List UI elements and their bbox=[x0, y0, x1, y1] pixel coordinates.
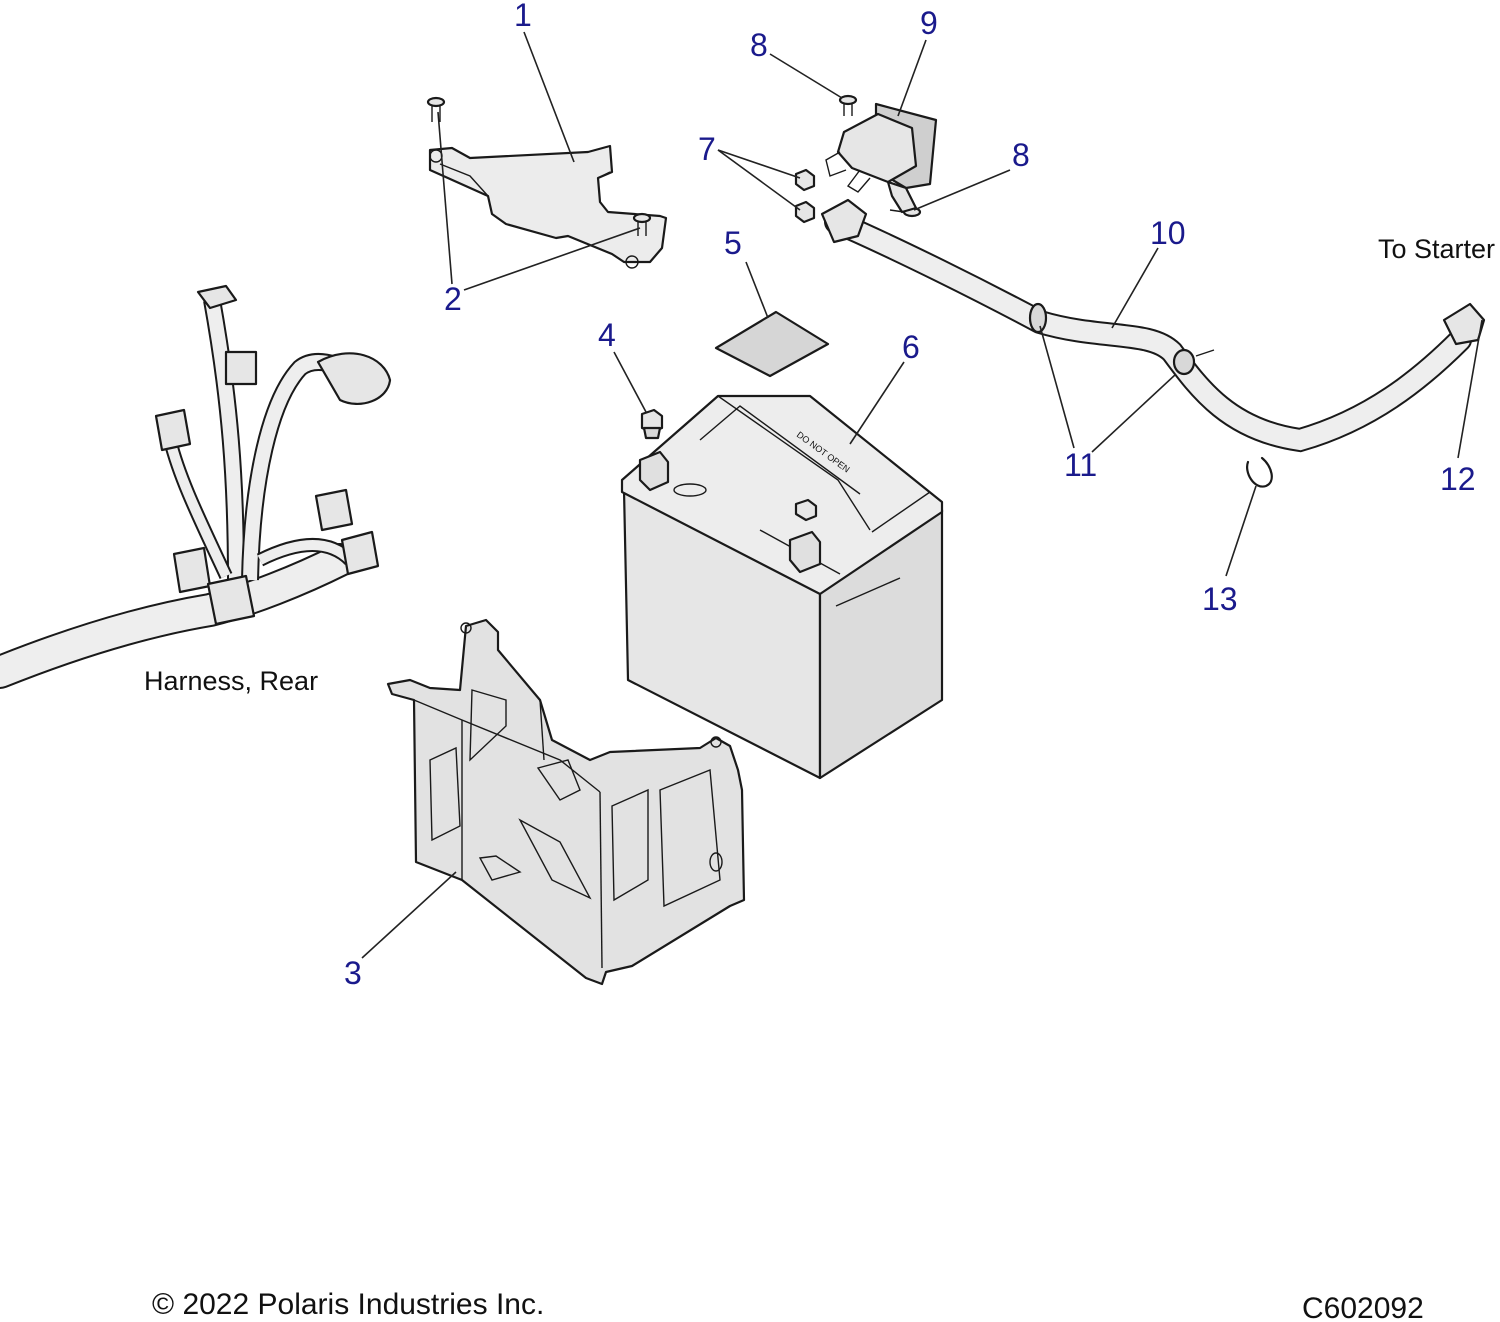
starter-cable bbox=[820, 198, 1486, 453]
copyright-text: © 2022 Polaris Industries Inc. bbox=[152, 1288, 544, 1321]
callout-8-top: 8 bbox=[750, 27, 768, 63]
cable-clamp bbox=[1246, 456, 1273, 488]
terminal-nuts bbox=[794, 168, 816, 224]
drawing-id: C602092 bbox=[1302, 1292, 1424, 1322]
callout-10: 10 bbox=[1150, 215, 1186, 251]
battery-tray bbox=[386, 618, 746, 986]
callout-9: 9 bbox=[920, 5, 938, 41]
callout-7: 7 bbox=[698, 131, 716, 167]
harness-rear-note: Harness, Rear bbox=[144, 666, 318, 696]
hold-down-bracket bbox=[428, 144, 668, 269]
callout-1: 1 bbox=[514, 0, 532, 33]
callout-labels: 1 2 3 4 5 6 7 8 8 9 10 11 12 13 bbox=[344, 0, 1476, 991]
callout-13: 13 bbox=[1202, 581, 1238, 617]
callout-12: 12 bbox=[1440, 461, 1476, 497]
callout-2: 2 bbox=[444, 281, 462, 317]
battery: DO NOT OPEN bbox=[620, 394, 944, 780]
callout-8-right: 8 bbox=[1012, 137, 1030, 173]
callout-11: 11 bbox=[1064, 447, 1097, 483]
rear-harness bbox=[0, 284, 392, 689]
callout-3: 3 bbox=[344, 955, 362, 991]
leader-lines bbox=[361, 31, 1483, 959]
callout-4: 4 bbox=[598, 317, 616, 353]
terminal-bolt bbox=[640, 408, 664, 440]
battery-pad bbox=[714, 310, 830, 378]
callout-6: 6 bbox=[902, 329, 920, 365]
starter-solenoid bbox=[825, 102, 938, 214]
callout-5: 5 bbox=[724, 225, 742, 261]
to-starter-note: To Starter bbox=[1378, 234, 1495, 264]
